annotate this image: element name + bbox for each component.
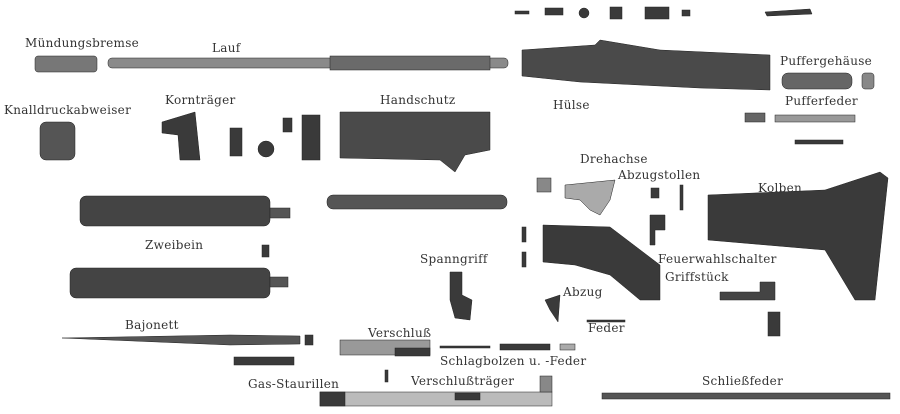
barrel-part: [329, 55, 491, 71]
part-small: [301, 114, 321, 161]
selector-part: [649, 214, 666, 246]
label-gas-staurillen: Gas-Staurillen: [248, 377, 340, 391]
part-small: [521, 251, 527, 268]
handguard-part: [339, 111, 491, 173]
part-small: [794, 139, 844, 145]
label-griffstueck: Griffstück: [665, 270, 729, 284]
part-small: [764, 8, 813, 17]
label-knalldruckabweiser: Knalldruckabweiser: [4, 103, 132, 117]
part-small: [679, 184, 684, 211]
buffer-spring-part: [774, 114, 856, 123]
label-lauf: Lauf: [212, 41, 241, 55]
part-small: [536, 177, 552, 193]
label-korntraeger: Kornträger: [165, 93, 236, 107]
blast-deflector-part: [39, 121, 76, 161]
front-sight-part: [161, 111, 201, 161]
label-drehachse: Drehachse: [580, 152, 648, 166]
part-small: [767, 311, 781, 337]
part-small: [233, 356, 295, 366]
label-abzug: Abzug: [563, 285, 603, 299]
buffer-spring-part: [744, 112, 766, 123]
part-small: [229, 127, 243, 157]
grip-housing-part: [542, 224, 661, 301]
label-puffergehaeuse: Puffergehäuse: [780, 54, 873, 68]
label-feder: Feder: [588, 321, 625, 335]
label-verschlusstraeger: Verschlußträger: [411, 374, 515, 388]
firing-pin-spring-part: [499, 343, 551, 351]
part-small: [586, 319, 626, 323]
part-small: [559, 343, 576, 351]
part-small: [544, 7, 564, 16]
bipod-leg-part: [79, 195, 271, 227]
buffer-housing-part: [781, 72, 853, 90]
muzzle-brake-part: [34, 55, 98, 73]
part-small: [578, 7, 590, 19]
bipod-leg-part: [69, 267, 271, 299]
label-pufferfeder: Pufferfeder: [785, 94, 858, 108]
label-kolben: Kolben: [758, 181, 803, 195]
buffer-housing-part: [861, 72, 875, 90]
label-spanngriff: Spanngriff: [420, 252, 488, 266]
part-small: [304, 334, 314, 346]
label-feuerwahlschalter: Feuerwahlschalter: [658, 252, 777, 266]
label-verschluss: Verschluß: [368, 326, 432, 340]
label-muendungsbremse: Mündungsbremse: [25, 36, 140, 50]
bolt-carrier-part: [539, 375, 553, 393]
part-small: [514, 10, 530, 15]
lever-part: [719, 281, 776, 301]
label-schliessfeder: Schließfeder: [702, 374, 784, 388]
label-huelse: Hülse: [553, 98, 590, 112]
cocking-handle-part: [449, 271, 473, 321]
recoil-spring-part: [601, 392, 891, 400]
label-abzugstollen: Abzugstollen: [618, 168, 701, 182]
label-bajonett: Bajonett: [125, 318, 179, 332]
part-small: [521, 226, 527, 243]
part-small: [282, 117, 293, 133]
label-schlagbolzen: Schlagbolzen u. -Feder: [440, 354, 587, 368]
bolt-carrier-part: [319, 391, 346, 407]
part-small: [257, 140, 275, 158]
receiver-part: [521, 39, 771, 91]
bolt-part: [394, 347, 431, 357]
part-small: [609, 6, 623, 20]
label-zweibein: Zweibein: [145, 238, 204, 252]
part-small: [384, 369, 389, 383]
label-handschutz: Handschutz: [380, 93, 456, 107]
part-small: [650, 187, 660, 199]
bipod-leg-part: [269, 276, 289, 288]
gas-tube-part: [326, 194, 508, 210]
bolt-carrier-part: [319, 391, 553, 407]
trigger-part: [544, 294, 561, 323]
part-small: [644, 6, 670, 20]
bolt-carrier-part: [454, 392, 481, 401]
stock-part: [707, 171, 889, 301]
bayonet-part: [61, 334, 301, 346]
bipod-leg-part: [269, 207, 291, 219]
part-small: [261, 244, 270, 258]
part-small: [681, 9, 691, 17]
hammer-part: [564, 179, 616, 216]
firing-pin-part: [439, 345, 491, 349]
